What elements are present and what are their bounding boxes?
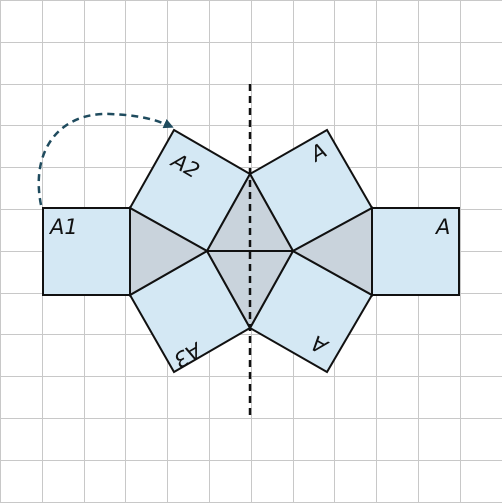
- triangle-right: [290, 206, 373, 297]
- triangle-left: [129, 206, 210, 297]
- rotation-arrow: [37, 112, 174, 206]
- label-a1: A1: [48, 215, 78, 239]
- label-a-right: A: [434, 215, 450, 239]
